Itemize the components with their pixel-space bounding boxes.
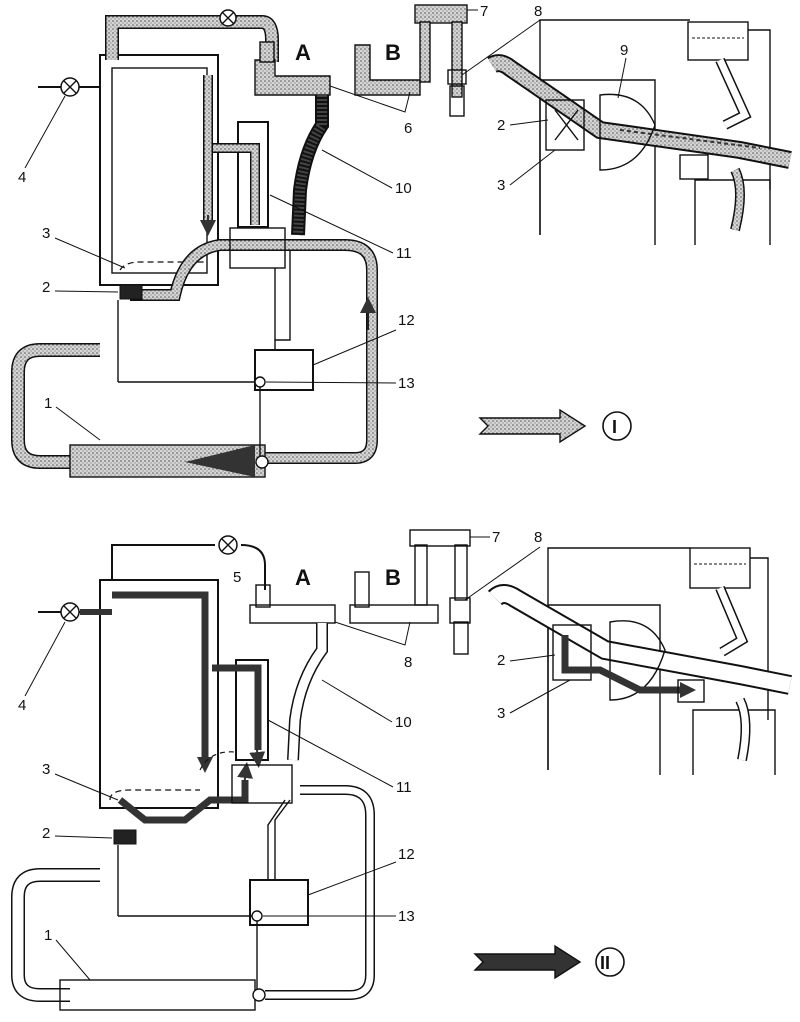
top-panel: A B 7 8 6 4 3 2 1 10 11 12 13 I bbox=[11, 3, 632, 478]
callout-10-top: 10 bbox=[395, 180, 412, 197]
bottom-inset: 2 3 bbox=[487, 547, 792, 775]
inset-callout-2-bottom: 2 bbox=[497, 652, 505, 669]
label-b-top: B bbox=[385, 40, 401, 65]
thermostat-housing bbox=[237, 121, 269, 228]
callout-8-bracket-bottom: 8 bbox=[404, 654, 412, 671]
reservoir-tank bbox=[687, 21, 749, 61]
heater-block-a-bottom bbox=[249, 604, 336, 624]
callout-2-top: 2 bbox=[42, 279, 50, 296]
callout-1-bottom: 1 bbox=[44, 927, 52, 944]
inset-callout-2-top: 2 bbox=[497, 117, 505, 134]
expansion-unit-bottom bbox=[249, 879, 309, 926]
engine-block bbox=[99, 54, 219, 286]
callout-8-bottom: 8 bbox=[534, 529, 542, 546]
pump-loop bbox=[130, 239, 378, 464]
callout-10-bottom: 10 bbox=[395, 714, 412, 731]
callout-3-bottom: 3 bbox=[42, 761, 50, 778]
callout-7-bottom: 7 bbox=[492, 529, 500, 546]
thermostat-housing-bottom bbox=[235, 659, 269, 761]
label-a-top: A bbox=[295, 40, 311, 65]
water-pump-icon bbox=[119, 284, 143, 300]
heater-block-b-bottom bbox=[409, 529, 471, 547]
callout-8-top: 8 bbox=[534, 3, 542, 20]
water-pump-icon-bottom bbox=[113, 829, 137, 845]
callout-4-top: 4 bbox=[18, 169, 26, 186]
callout-12-bottom: 12 bbox=[398, 846, 415, 863]
callout-11-top: 11 bbox=[396, 245, 412, 262]
reservoir-tank-bottom bbox=[689, 547, 751, 589]
callout-3-top: 3 bbox=[42, 225, 50, 242]
engine-block-bottom bbox=[99, 579, 219, 809]
label-b-bottom: B bbox=[385, 565, 401, 590]
callout-2-bottom: 2 bbox=[42, 825, 50, 842]
legend-label-i: I bbox=[612, 417, 617, 437]
top-inset: 9 2 3 bbox=[487, 19, 792, 245]
callout-12-top: 12 bbox=[398, 312, 415, 329]
inset-callout-9-top: 9 bbox=[620, 42, 628, 59]
callout-4-bottom: 4 bbox=[18, 697, 26, 714]
dark-flow-path bbox=[561, 635, 680, 694]
legend-label-ii: II bbox=[600, 953, 610, 973]
callout-7-top: 7 bbox=[480, 3, 488, 20]
coolant-chamber bbox=[119, 261, 205, 271]
heater-block-a bbox=[254, 59, 331, 96]
bottom-panel: A B 7 8 8 5 4 3 2 1 10 11 12 13 II bbox=[11, 529, 625, 1011]
radiator-bottom bbox=[59, 979, 256, 1011]
callout-13-top: 13 bbox=[398, 375, 415, 392]
flow-arrow-stippled-icon bbox=[478, 408, 587, 444]
expansion-unit bbox=[254, 349, 314, 391]
flow-arrow-dark-icon bbox=[473, 944, 582, 980]
callout-6-top: 6 bbox=[404, 120, 412, 137]
callout-13-bottom: 13 bbox=[398, 908, 415, 925]
callout-11-bottom: 11 bbox=[396, 779, 412, 796]
inset-callout-3-bottom: 3 bbox=[497, 705, 505, 722]
callout-1-top: 1 bbox=[44, 395, 52, 412]
inset-callout-3-top: 3 bbox=[497, 177, 505, 194]
callout-5-bottom: 5 bbox=[233, 569, 241, 586]
label-a-bottom: A bbox=[295, 565, 311, 590]
